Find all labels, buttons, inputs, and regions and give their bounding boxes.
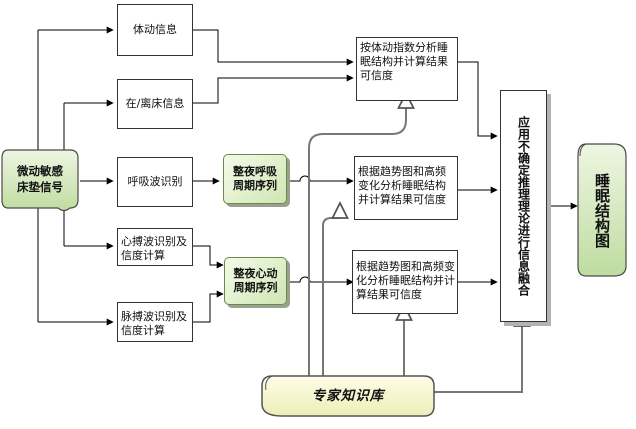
result-label: 睡眠结构图 (593, 172, 611, 248)
respiration-recognition-box: 呼吸波识别 (117, 157, 193, 207)
result-scroll-shape (577, 143, 627, 277)
body-motion-analysis-box: 按体动指数分析睡眠结构并计算结果可信度 (356, 37, 458, 101)
source-scroll-shape (1, 149, 79, 212)
heart-analysis-box: 根据趋势图和高频变化分析睡眠结构并计算结果可信度 (352, 250, 458, 314)
respiration-analysis-box: 根据趋势图和高频变化分析睡眠结构并计算结果可信度 (354, 156, 458, 220)
bed-presence-box: 在/离床信息 (117, 79, 193, 129)
night-respiration-series-node: 整夜呼吸周期序列 (223, 154, 287, 204)
heartbeat-recognition-box: 心搏波识别及信度计算 (117, 228, 193, 266)
body-motion-box: 体动信息 (117, 4, 193, 56)
source-signal-label: 微动敏感床垫信号 (17, 164, 63, 194)
fusion-label: 应用不确定推理理论进行信息融合 (516, 116, 531, 296)
knowledge-base-label: 专家知识库 (311, 388, 385, 404)
knowledge-base-banner-shape (261, 375, 435, 417)
night-heart-series-node: 整夜心动周期序列 (224, 257, 287, 305)
fusion-box: 应用不确定推理理论进行信息融合 (500, 90, 547, 322)
pulse-recognition-box: 脉搏波识别及信度计算 (117, 302, 193, 342)
